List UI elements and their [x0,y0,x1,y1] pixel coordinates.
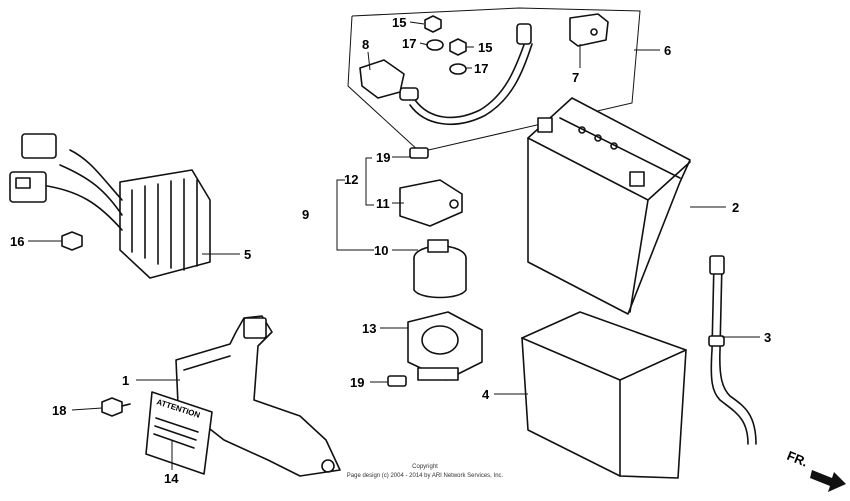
starter-relay-group [336,147,483,387]
copyright-line-2: Page design (c) 2004 - 2014 by ARI Netwo… [347,473,504,479]
callout-15-upper: 15 [392,15,406,30]
callout-16: 16 [10,234,24,249]
callout-7: 7 [572,70,579,85]
callout-15-lower: 15 [478,40,492,55]
callout-5: 5 [244,247,251,262]
battery-cable [407,41,526,119]
callout-1: 1 [122,373,129,388]
breather-tube [708,255,757,445]
callout-11: 11 [376,196,390,211]
callout-2: 2 [732,200,739,215]
mounting-bolt [101,397,131,417]
relay-cover [399,179,463,227]
connector-upper [21,133,57,159]
attention-label: ATTENTION [145,391,213,475]
battery-case [521,311,687,479]
terminal-cover [359,59,405,99]
hex-nut-lower [449,38,467,56]
copyright-notice: Copyright Page design (c) 2004 - 2014 by… [347,464,504,479]
hex-nut-upper [424,15,442,33]
callout-9: 9 [302,207,309,222]
direction-arrow-icon [810,470,846,492]
callout-10: 10 [374,243,388,258]
callout-14: 14 [164,471,179,486]
battery-cable-group [347,7,641,153]
regulator-rectifier [9,133,211,279]
front-direction-indicator: FR. [785,448,846,492]
leader-lines [28,21,760,470]
cable-terminal [569,13,609,47]
cable-group-outline [347,7,641,153]
callout-18: 18 [52,403,66,418]
callout-4: 4 [482,387,490,402]
callout-labels: 1 2 3 4 5 6 7 8 9 10 11 12 13 14 15 15 1… [10,15,771,486]
callout-12: 12 [344,172,358,187]
flange-bolt [61,231,83,251]
direction-label: FR. [785,448,810,470]
callout-8: 8 [362,37,369,52]
washer-lower [449,63,467,75]
battery-terminal-pos [629,171,645,187]
starter-relay-switch [407,311,483,381]
copyright-line-1: Copyright [412,464,438,470]
callout-17-lower: 17 [474,61,488,76]
battery-holder [175,315,341,477]
callout-19-lower: 19 [350,375,364,390]
washer-left [426,39,444,51]
callout-13: 13 [362,321,376,336]
bracket-9 [336,179,374,251]
callout-3: 3 [764,330,771,345]
battery [527,97,691,315]
callout-19-upper: 19 [376,150,390,165]
callout-6: 6 [664,43,671,58]
cable-boot [516,23,532,45]
fuse-lower [387,375,407,387]
battery-terminal-neg [537,117,553,133]
callout-17-left: 17 [402,36,416,51]
fuse-upper [409,147,429,159]
bracket-12 [365,157,374,206]
